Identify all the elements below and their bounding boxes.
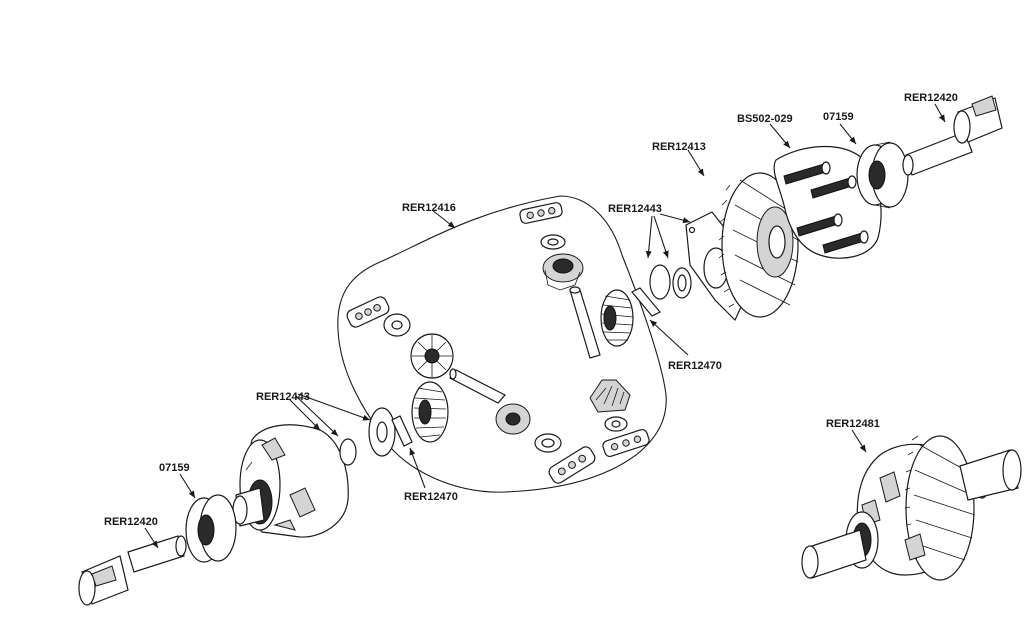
spider-gear-top xyxy=(542,253,584,291)
cross-pin-horizontal xyxy=(449,368,506,404)
label-rer12481: RER12481 xyxy=(826,418,880,430)
ring-gear-top xyxy=(718,172,799,318)
pin-top xyxy=(631,287,661,317)
kit-parts xyxy=(346,202,650,484)
cross-pin xyxy=(569,286,601,359)
bushing-plate-bottom-right xyxy=(602,428,650,458)
screw-3 xyxy=(796,213,843,237)
shim-top xyxy=(649,264,692,300)
label-07159-top: 07159 xyxy=(823,111,854,123)
washer-top xyxy=(540,234,566,250)
diff-hub xyxy=(232,479,273,527)
label-rer12420-left: RER12420 xyxy=(104,516,158,528)
assembled-diff xyxy=(801,435,1022,581)
bushing-plate-left xyxy=(346,296,390,328)
bushing-plate-top xyxy=(519,202,563,224)
spider-gear-center xyxy=(495,403,531,435)
washer-bottom xyxy=(534,433,562,453)
label-bs502-029: BS502-029 xyxy=(737,113,793,125)
label-rer12416: RER12416 xyxy=(402,202,456,214)
label-rer12420-top: RER12420 xyxy=(904,92,958,104)
kit-outline xyxy=(337,195,667,493)
pin-left xyxy=(391,415,413,447)
washer-right xyxy=(604,416,628,432)
bushing-plate-bottom xyxy=(548,446,596,484)
label-rer12443-top: RER12443 xyxy=(608,203,662,215)
leader-lines xyxy=(144,103,946,549)
label-rer12470-top: RER12470 xyxy=(668,360,722,372)
spider-gear-lower xyxy=(589,379,631,413)
screw-plate xyxy=(773,146,882,259)
screw-2 xyxy=(810,175,857,199)
washer-left xyxy=(383,313,411,337)
differential-gear-left xyxy=(411,381,449,443)
screw-1 xyxy=(783,161,831,185)
spider-gear-right xyxy=(600,289,634,347)
bearing-left xyxy=(185,494,237,563)
label-rer12443-left: RER12443 xyxy=(256,391,310,403)
output-cup-left xyxy=(78,535,187,606)
shim-left xyxy=(339,407,396,466)
label-07159-left: 07159 xyxy=(159,462,190,474)
screw-4 xyxy=(822,230,869,254)
label-rer12413: RER12413 xyxy=(652,141,706,153)
output-cup-top xyxy=(902,95,1003,176)
spider-gear-left xyxy=(410,333,454,379)
bearing-top xyxy=(856,141,909,209)
label-rer12470-bottom: RER12470 xyxy=(404,491,458,503)
